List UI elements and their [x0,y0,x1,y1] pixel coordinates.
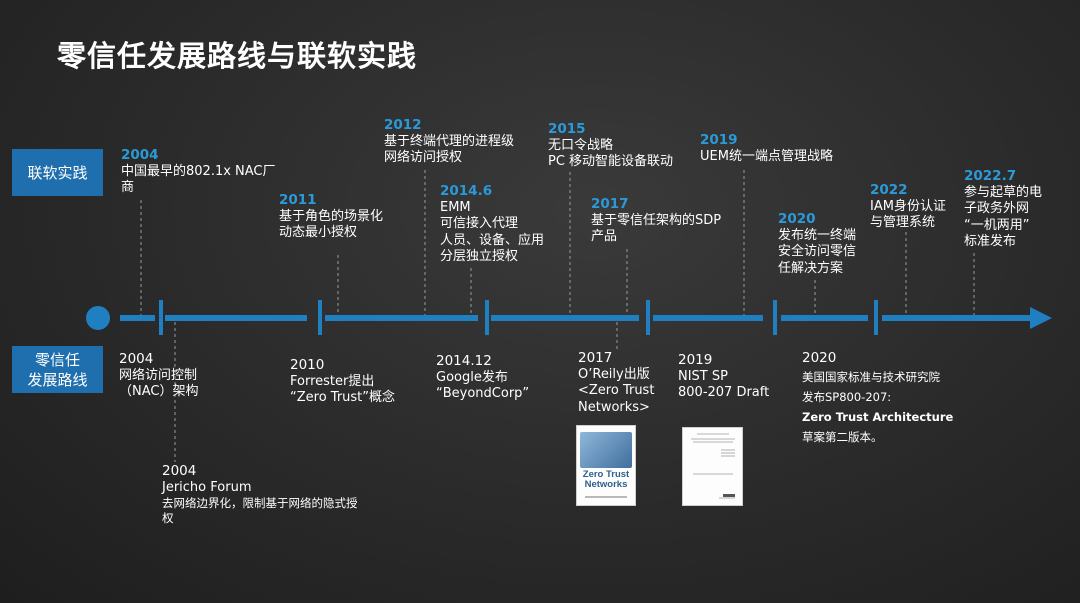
event-text: IAM身份认证 与管理系统 [870,198,946,231]
event-top: 2015 无口令战略 PC 移动智能设备联动 [548,121,698,171]
event-bottom: 2010 Forrester提出 “Zero Trust”概念 [290,357,440,407]
event-text: 发布统一终端 安全访问零信 任解决方案 [778,227,857,276]
event-top: 2017 基于零信任架构的SDP 产品 [591,196,751,246]
page-title: 零信任发展路线与联软实践 [57,39,418,73]
timeline-segment [653,315,763,321]
label-roadmap-text: 零信任 发展路线 [27,350,88,389]
event-year: 2020 [802,350,837,366]
timeline-segment [491,315,639,321]
event-text: 参与起草的电 子政务外网 “一机两用” 标准发布 [964,184,1043,250]
event-top: 2014.6 EMM 可信接入代理 人员、设备、应用 分层独立授权 [440,183,570,266]
timeline-tick [159,300,163,335]
event-top: 2012 基于终端代理的进程级 网络访问授权 [384,117,544,167]
event-year: 2022 [870,182,908,198]
event-top: 2022.7 参与起草的电 子政务外网 “一机两用” 标准发布 [964,168,1064,251]
timeline-tick [874,300,878,335]
timeline-segment [781,315,868,321]
timeline-tick [773,300,777,335]
event-bottom: 2014.12 Google发布 “BeyondCorp” [436,353,566,403]
event-year: 2004 [119,351,154,367]
event-year: 2014.6 [440,183,493,199]
event-text: EMM 可信接入代理 人员、设备、应用 分层独立授权 [440,199,545,265]
event-year: 2012 [384,117,422,133]
event-top: 2004 中国最早的802.1x NAC厂 商 [121,147,291,197]
timeline-tick [485,300,489,335]
timeline-segment [882,315,1030,321]
event-text: 基于零信任架构的SDP 产品 [591,212,722,245]
event-bottom: 2020 美国国家标准与技术研究院 发布SP800-207: Zero Trus… [802,350,972,447]
event-text: Google发布 “BeyondCorp” [436,369,530,402]
book-cover-zero-trust-networks: Zero Trust Networks [576,425,636,506]
event-year: 2020 [778,211,816,227]
event-year: 2010 [290,357,325,373]
event-bold-text: Zero Trust Architecture [802,409,954,424]
event-text: Forrester提出 “Zero Trust”概念 [290,373,396,406]
book-cover-title: Zero Trust Networks [582,469,630,490]
event-top: 2019 UEM统一端点管理战略 [700,132,860,165]
event-year: 2004 [162,463,197,479]
event-text: UEM统一端点管理战略 [700,148,833,164]
event-year: 2015 [548,121,586,137]
event-text: Jericho Forum [162,479,252,495]
event-bottom: 2004 Jericho Forum 去网络边界化，限制基于网络的隐式授 权 [162,463,372,526]
event-top: 2020 发布统一终端 安全访问零信 任解决方案 [778,211,878,277]
event-year: 2014.12 [436,353,492,369]
event-year: 2017 [578,350,613,366]
event-text: 基于终端代理的进程级 网络访问授权 [384,133,515,166]
label-practice: 联软实践 [12,149,103,196]
timeline-segment [325,315,478,321]
timeline-tick [318,300,322,335]
timeline-tick [646,300,650,335]
event-year: 2004 [121,147,159,163]
event-text: 基于角色的场景化 动态最小授权 [279,208,384,241]
book-cover-footer [585,496,627,498]
timeline-arrow-head [1030,307,1052,329]
label-roadmap: 零信任 发展路线 [12,346,103,393]
book-cover-art [580,432,632,468]
event-bottom: 2004 网络访问控制 （NAC）架构 [119,351,239,401]
timeline-start-dot [86,306,110,330]
document-lines-icon [691,433,735,499]
event-text: 美国国家标准与技术研究院 发布SP800-207: [802,369,940,404]
event-year: 2017 [591,196,629,212]
event-top: 2011 基于角色的场景化 动态最小授权 [279,192,429,242]
label-practice-text: 联软实践 [27,163,88,182]
event-text: 中国最早的802.1x NAC厂 商 [121,163,276,196]
event-bottom: 2019 NIST SP 800-207 Draft [678,352,788,402]
event-year: 2022.7 [964,168,1017,184]
event-text: O’Reily出版 <Zero Trust Networks> [578,366,655,415]
event-year: 2011 [279,192,317,208]
event-year: 2019 [700,132,738,148]
event-bottom: 2017 O’Reily出版 <Zero Trust Networks> [578,350,688,416]
event-subtext: 去网络边界化，限制基于网络的隐式授 权 [162,496,358,525]
timeline-segment [165,315,307,321]
event-text: 无口令战略 PC 移动智能设备联动 [548,137,674,170]
event-tail-text: 草案第二版本。 [802,429,883,444]
event-text: 网络访问控制 （NAC）架构 [119,367,199,400]
event-text: NIST SP 800-207 Draft [678,368,770,401]
event-year: 2019 [678,352,713,368]
timeline-segment [120,315,155,321]
nist-document-thumbnail [682,427,743,506]
event-top: 2022 IAM身份认证 与管理系统 [870,182,970,232]
